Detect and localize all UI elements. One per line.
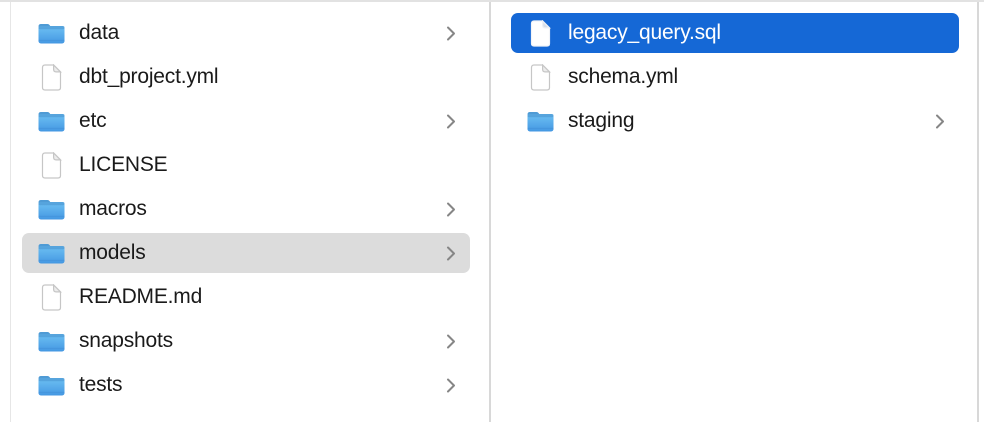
file-name-label: legacy_query.sql [568,21,721,44]
chevron-right-icon [446,25,456,42]
file-row-data[interactable]: data [10,11,490,55]
file-name-label: staging [568,109,635,132]
folder-icon [36,242,66,265]
folder-icon [36,374,66,397]
file-row-dbt-project-yml[interactable]: dbt_project.yml [10,55,490,99]
chevron-right-icon [446,245,456,262]
folder-icon [36,330,66,353]
chevron-right-icon [446,201,456,218]
file-icon [36,283,66,311]
file-name-label: models [79,241,146,264]
chevron-right-icon [935,113,945,130]
row-highlight: etc [22,101,470,141]
file-row-etc[interactable]: etc [10,99,490,143]
top-border-hairline [0,0,984,2]
file-icon [525,19,555,47]
chevron-right-icon [446,377,456,394]
folder-icon [36,110,66,133]
chevron-right-icon [446,113,456,130]
row-highlight: legacy_query.sql [511,13,959,53]
row-highlight: staging [511,101,959,141]
file-row-legacy-query-sql[interactable]: legacy_query.sql [491,11,978,55]
file-row-models[interactable]: models [10,231,490,275]
column-divider[interactable] [489,2,491,422]
file-row-license[interactable]: LICENSE [10,143,490,187]
file-name-label: dbt_project.yml [79,65,219,88]
file-row-tests[interactable]: tests [10,363,490,407]
file-row-staging[interactable]: staging [491,99,978,143]
file-name-label: data [79,21,120,44]
file-icon [36,151,66,179]
finder-column-2: legacy_query.sql schema.yml staging [491,11,978,143]
folder-icon [525,110,555,133]
folder-icon [36,22,66,45]
row-highlight: dbt_project.yml [22,57,470,97]
file-icon [525,63,555,91]
file-icon [36,63,66,91]
chevron-right-icon [446,333,456,350]
file-name-label: tests [79,373,123,396]
row-highlight: README.md [22,277,470,317]
left-border-hairline [10,2,11,422]
file-row-readme-md[interactable]: README.md [10,275,490,319]
file-row-macros[interactable]: macros [10,187,490,231]
row-highlight: macros [22,189,470,229]
file-name-label: snapshots [79,329,173,352]
file-row-snapshots[interactable]: snapshots [10,319,490,363]
file-name-label: schema.yml [568,65,679,88]
file-row-schema-yml[interactable]: schema.yml [491,55,978,99]
file-name-label: macros [79,197,147,220]
folder-icon [36,198,66,221]
file-name-label: etc [79,109,107,132]
row-highlight: data [22,13,470,53]
file-name-label: LICENSE [79,153,168,176]
row-highlight: LICENSE [22,145,470,185]
row-highlight: tests [22,365,470,405]
row-highlight: models [22,233,470,273]
file-name-label: README.md [79,285,203,308]
row-highlight: schema.yml [511,57,959,97]
row-highlight: snapshots [22,321,470,361]
column-divider-right[interactable] [977,2,979,422]
